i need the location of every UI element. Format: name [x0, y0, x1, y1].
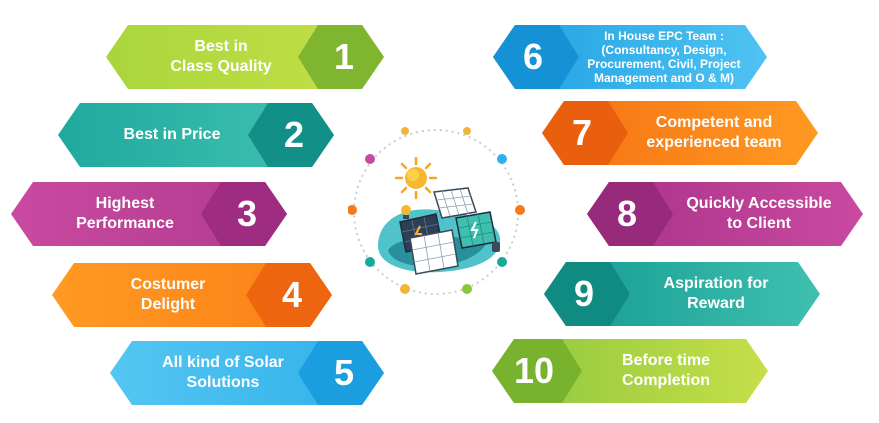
hexagon-shape: [544, 262, 820, 326]
hexagon-shape: [542, 101, 818, 165]
feature-label: In House EPC Team : (Consultancy, Design…: [587, 29, 741, 85]
feature-number: 8: [616, 193, 638, 234]
feature-label: Before time Completion: [621, 352, 711, 389]
light-bulb-icon: [401, 205, 411, 219]
feature-tag-4: Costumer Delight 4: [52, 263, 332, 327]
hexagon-shape: [492, 339, 768, 403]
feature-number: 1: [333, 36, 355, 77]
hexagon-shape: [106, 25, 384, 89]
feature-tag-3: Highest Performance 3: [11, 182, 287, 246]
solar-panel-icon: [455, 211, 497, 249]
feature-tag-1: Best in Class Quality 1: [106, 25, 384, 89]
solar-illustration: [347, 126, 528, 300]
hexagon-shape: [11, 182, 287, 246]
hexagon-shape: [52, 263, 332, 327]
solar-ring-graphic: [347, 127, 525, 295]
feature-number: 10: [513, 350, 555, 391]
feature-number: 6: [522, 36, 544, 77]
ring-dot: [365, 257, 375, 267]
feature-tag-2: Best in Price 2: [58, 103, 334, 167]
hexagon-shape: [58, 103, 334, 167]
sun-icon: [394, 156, 438, 200]
feature-label: Best in Class Quality: [170, 38, 272, 75]
feature-label: Quickly Accessible to Client: [686, 195, 832, 232]
feature-label: Costumer Delight: [130, 276, 206, 313]
hexagon-shape: [110, 341, 384, 405]
feature-number: 3: [236, 193, 258, 234]
ring-dot: [401, 127, 409, 135]
feature-tag-6: 6 In House EPC Team : (Consultancy, Desi…: [493, 25, 767, 89]
ring-dot: [497, 154, 507, 164]
feature-tag-8: 8 Quickly Accessible to Client: [587, 182, 863, 246]
feature-tag-10: 10 Before time Completion: [492, 339, 768, 403]
feature-label: Best in Price: [123, 126, 221, 143]
feature-tag-5: All kind of Solar Solutions 5: [110, 341, 384, 405]
feature-number: 2: [283, 114, 305, 155]
solar-panel-icon: [409, 229, 459, 275]
ring-dot: [400, 284, 410, 294]
feature-number: 4: [281, 274, 303, 315]
feature-number: 7: [571, 112, 593, 153]
solar-panel-icon: [433, 187, 477, 219]
feature-number: 9: [573, 273, 595, 314]
ring-dot: [365, 154, 375, 164]
feature-label: Aspiration for Reward: [663, 275, 769, 312]
ring-dot: [462, 284, 472, 294]
feature-label: All kind of Solar Solutions: [162, 354, 284, 391]
plug-icon: [492, 242, 500, 252]
feature-label: Competent and experienced team: [646, 114, 782, 151]
feature-label: Highest Performance: [76, 195, 174, 232]
feature-tag-7: 7 Competent and experienced team: [542, 101, 818, 165]
hexagon-shape: [587, 182, 863, 246]
feature-tag-9: 9 Aspiration for Reward: [544, 262, 820, 326]
ring-dot: [515, 205, 525, 215]
ring-dot: [347, 205, 357, 215]
feature-number: 5: [333, 352, 355, 393]
hexagon-shape: [493, 25, 767, 89]
ring-dot: [497, 257, 507, 267]
ring-dot: [463, 127, 471, 135]
